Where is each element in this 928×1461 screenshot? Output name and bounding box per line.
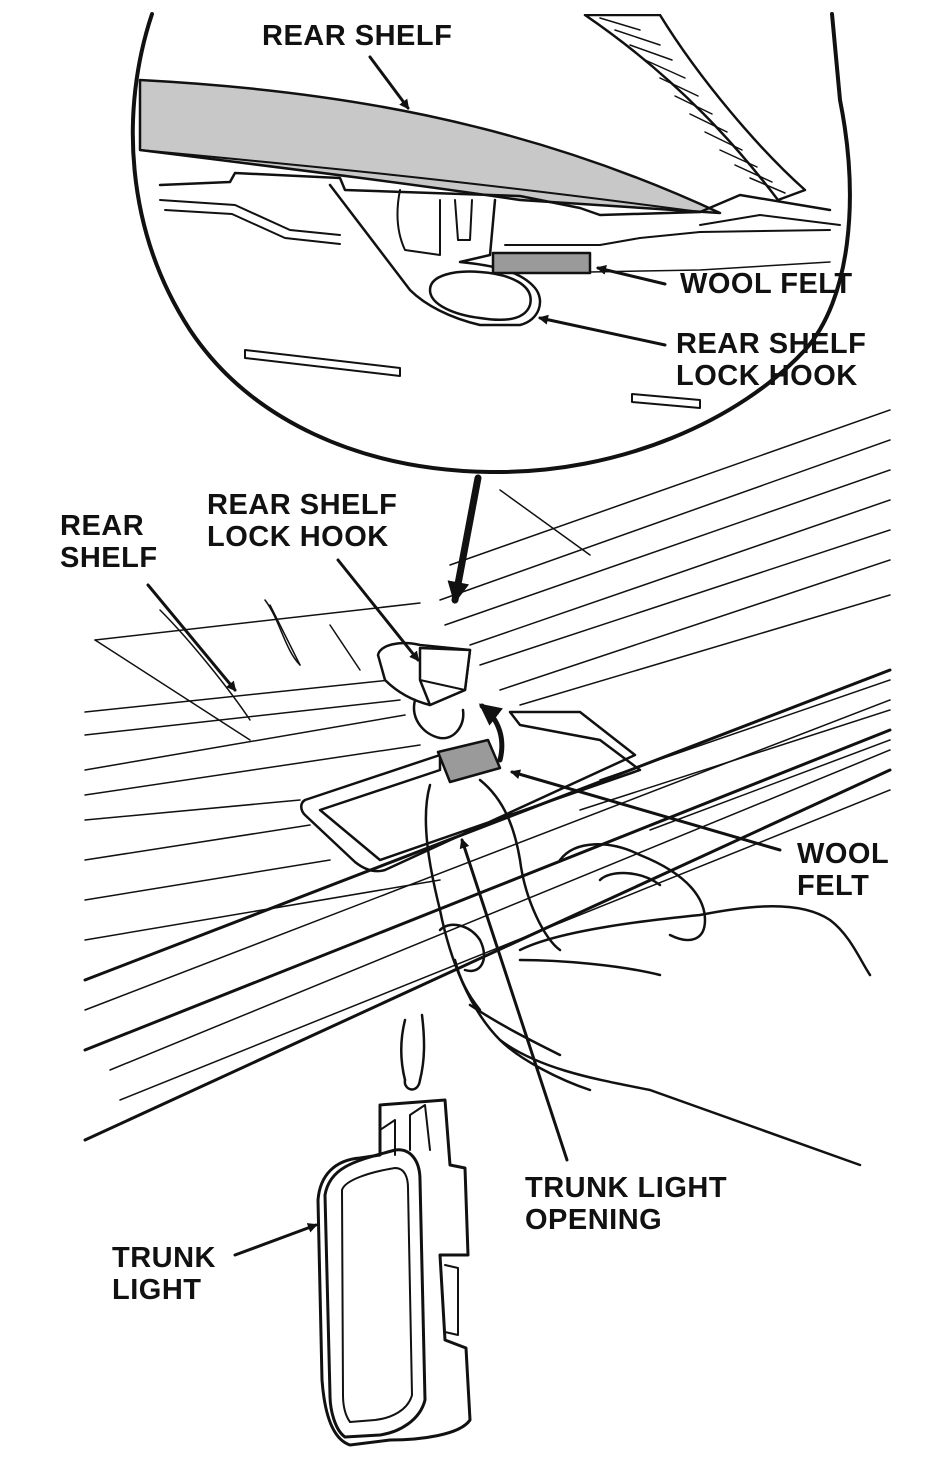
label-trunk-light-opening: TRUNK LIGHT OPENING (525, 1172, 728, 1236)
leader-detail-rear-shelf (368, 55, 410, 110)
detail-wool-felt (491, 251, 592, 275)
detail-circle (130, 12, 852, 475)
trunk-light-wire (400, 1013, 426, 1091)
main-rear-shelf-lines (84, 409, 891, 941)
leader-trunk-light (233, 1223, 318, 1257)
detail-body-panel (158, 171, 702, 217)
trunk-light-opening-outline (300, 710, 642, 873)
install-direction-arrow (478, 703, 505, 763)
detail-hook-bracket (328, 183, 542, 327)
leader-main-lock-hook (336, 558, 420, 662)
label-main-lock-hook: REAR SHELF LOCK HOOK (207, 489, 398, 553)
label-detail-lock-hook: REAR SHELF LOCK HOOK (676, 328, 867, 392)
leader-detail-wool-felt (596, 264, 667, 286)
trunk-light (316, 1098, 472, 1447)
detail-circle-outline (130, 12, 852, 475)
label-detail-rear-shelf: REAR SHELF (262, 20, 453, 52)
leader-trunk-light-opening (459, 838, 569, 1162)
detail-lock-hook (428, 270, 532, 322)
main-lock-hook (376, 641, 472, 740)
leader-main-wool-felt (510, 769, 782, 852)
label-trunk-light: TRUNK LIGHT (112, 1242, 216, 1306)
leader-detail-lock-hook (538, 314, 667, 347)
detail-window-frame (583, 14, 807, 202)
package-tray-frame (83, 668, 892, 1142)
rear-shelf-fabric-mark (159, 599, 301, 721)
hand (424, 778, 872, 1167)
leader-lines (146, 55, 782, 1257)
label-main-rear-shelf: REAR SHELF (60, 510, 158, 574)
detail-window-hatching (599, 17, 786, 194)
main-wool-felt (436, 738, 502, 784)
label-detail-wool-felt: WOOL FELT (680, 268, 853, 300)
detail-contents (138, 14, 841, 409)
leader-main-rear-shelf (146, 583, 237, 692)
label-main-wool-felt: WOOL FELT (797, 838, 890, 902)
detail-to-main-arrow (447, 474, 482, 604)
